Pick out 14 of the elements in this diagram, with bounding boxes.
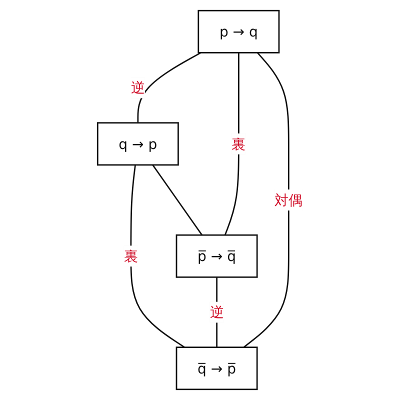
node-box: p → q [198,10,280,54]
node-box: q → p [96,122,179,166]
edge-label: 対偶 [274,192,303,208]
edge-label: 裏 [124,248,138,265]
connector [130,164,185,348]
edge-label: 逆 [130,79,145,96]
node-box: q̅ → p̅ [176,346,258,390]
connector [152,164,202,236]
edge-label: 裏 [232,135,246,152]
connector [243,52,290,348]
connector [137,52,202,123]
connector [224,52,240,236]
edge-label: 逆 [210,304,224,321]
node-box: p̅ → q̅ [176,234,258,278]
